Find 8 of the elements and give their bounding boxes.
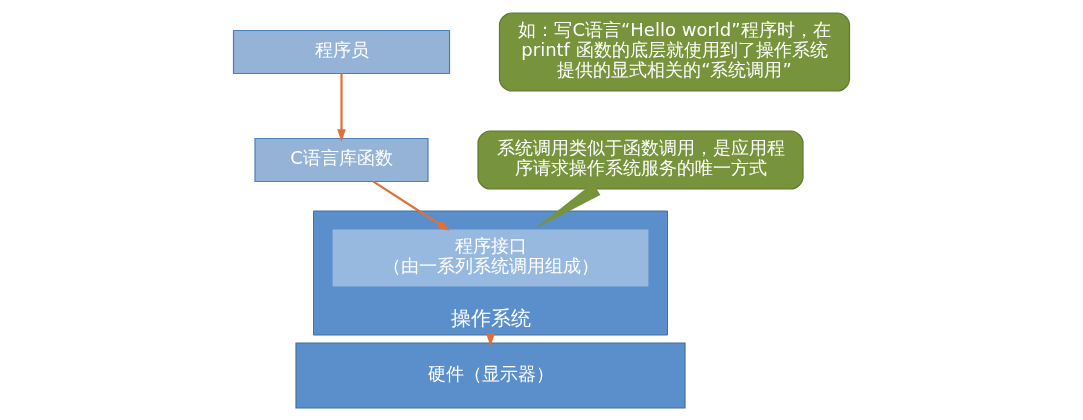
node-box: 程序员 <box>232 29 451 74</box>
node-box: 硬件（显示器） <box>295 341 686 409</box>
node-box: 程序接口 （由一系列系统调用组成） <box>331 227 650 288</box>
node-box: 系统调用类似于函数调用，是应用程序请求操作系统服务的唯一方式 <box>477 129 804 190</box>
node-box: 如：写C语言“Hello world”程序时，在printf 函数的底层就使用到了操作系统提供的显式相关的“系统调用” <box>498 11 851 92</box>
arrow <box>372 180 450 231</box>
node-box: C语言库函数 <box>254 137 429 182</box>
arrow <box>337 73 346 142</box>
